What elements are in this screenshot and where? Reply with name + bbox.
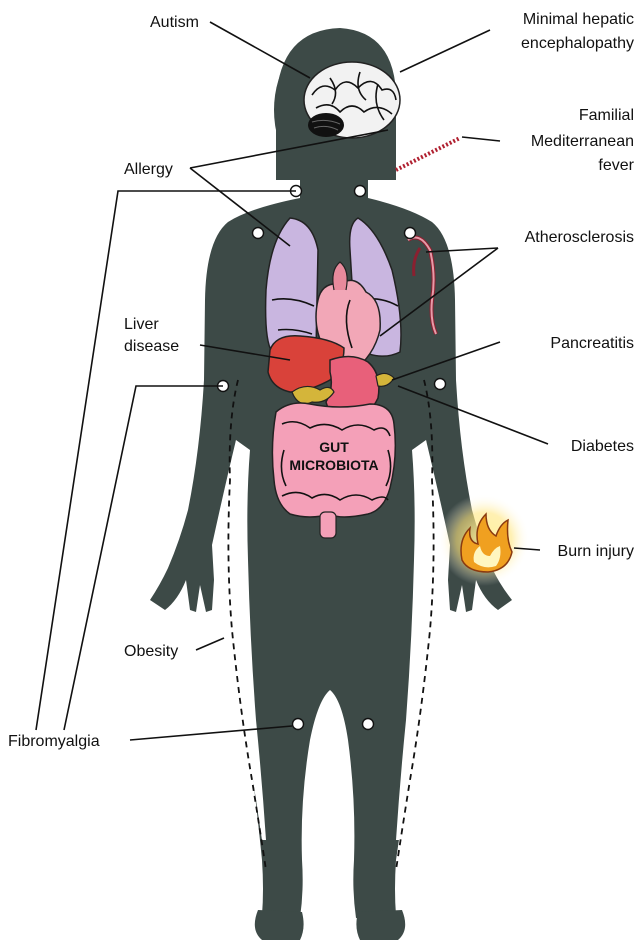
label-autism: Autism <box>150 14 199 31</box>
label-liver: Liver <box>124 316 159 333</box>
label-burn-injury: Burn injury <box>558 543 634 560</box>
right-foot <box>356 910 405 940</box>
label-atherosclerosis: Atherosclerosis <box>525 229 634 246</box>
rectum <box>320 512 336 538</box>
thermometer <box>396 138 460 170</box>
tender-point <box>363 719 374 730</box>
label-fibromyalgia: Fibromyalgia <box>8 733 100 750</box>
label-encephalopathy: encephalopathy <box>521 35 634 52</box>
label-obesity: Obesity <box>124 643 178 660</box>
tender-point <box>405 228 416 239</box>
label-mediterranean: Mediterranean <box>531 133 634 150</box>
flame-icon <box>438 494 530 586</box>
label-gut: GUT <box>319 439 349 455</box>
cerebellum <box>308 113 344 137</box>
brain <box>304 62 400 138</box>
label-microbiota: MICROBIOTA <box>289 457 378 473</box>
label-pancreatitis: Pancreatitis <box>550 335 634 352</box>
label-allergy: Allergy <box>124 161 173 178</box>
left-foot <box>255 910 304 940</box>
label-familial: Familial <box>579 107 634 124</box>
tender-point <box>355 186 366 197</box>
label-minimal-hepatic: Minimal hepatic <box>523 11 634 28</box>
tender-point <box>253 228 264 239</box>
label-diabetes: Diabetes <box>571 438 634 455</box>
label-disease: disease <box>124 338 179 355</box>
label-fever: fever <box>598 157 634 174</box>
tender-point <box>293 719 304 730</box>
tender-point <box>435 379 446 390</box>
